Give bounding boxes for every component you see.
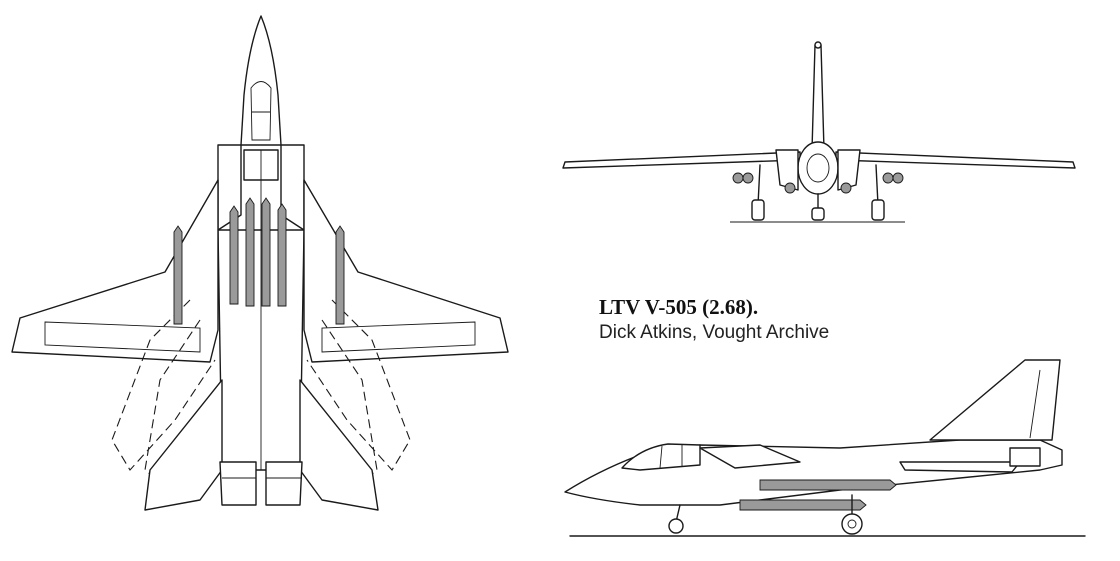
- caption-credit: Dick Atkins, Vought Archive: [599, 322, 830, 343]
- side-fuselage: [564, 439, 1063, 506]
- side-stores: [739, 479, 897, 511]
- side-landing-gear: [668, 494, 863, 535]
- caption: LTV V-505 (2.68). Dick Atkins, Vought Ar…: [599, 294, 829, 346]
- plan-stores: [173, 197, 345, 325]
- plan-wing-right: [303, 179, 509, 363]
- front-intake-right: [837, 149, 861, 191]
- plan-wing-left: [11, 179, 219, 363]
- plan-stabilizer-left: [144, 379, 223, 511]
- side-stabilizer: [899, 461, 1021, 473]
- plan-nose: [240, 15, 282, 146]
- plan-canopy: [250, 81, 272, 141]
- plan-wing-swept-left: [111, 299, 216, 471]
- side-fin: [929, 359, 1061, 441]
- side-intake: [699, 444, 801, 469]
- plan-wing-swept-right: [306, 299, 411, 471]
- side-nozzle: [1009, 447, 1041, 467]
- front-stores: [732, 172, 904, 194]
- front-intake-left: [775, 149, 799, 191]
- plan-nozzle-left: [219, 461, 257, 506]
- caption-title: LTV V-505 (2.68).: [599, 295, 759, 319]
- plan-stabilizer-right: [299, 379, 379, 511]
- plan-nozzle-right: [265, 461, 303, 506]
- front-landing-gear: [730, 164, 905, 223]
